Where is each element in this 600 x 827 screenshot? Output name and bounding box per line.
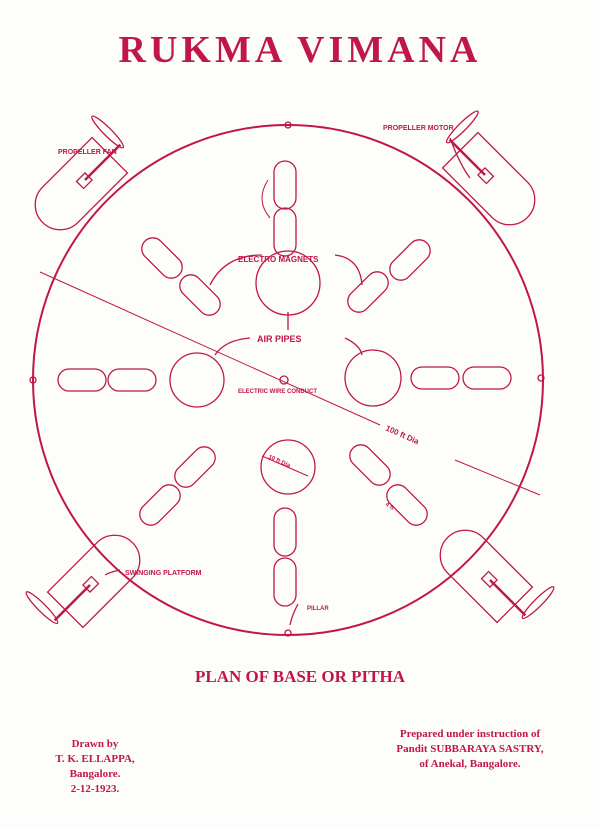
label-air-pipes: AIR PIPES — [257, 334, 302, 344]
small-dia-line — [261, 455, 309, 477]
arrow — [334, 254, 363, 286]
electro-magnet-capsule — [139, 484, 181, 526]
label-capsule-size: 4 ft — [384, 502, 395, 512]
label-electro-magnets: ELECTRO MAGNETS — [238, 255, 319, 264]
electro-magnet-capsule — [273, 507, 297, 557]
pillar-marker — [537, 374, 545, 382]
label-pillar: PILLAR — [307, 606, 329, 612]
electro-magnet-capsule — [57, 368, 107, 392]
arrow — [344, 337, 363, 356]
electro-magnet-capsule — [107, 368, 157, 392]
electro-magnet-capsule — [386, 484, 428, 526]
electro-magnet-capsule — [349, 444, 391, 486]
credit-line: T. K. ELLAPPA, — [55, 753, 135, 765]
pillar-marker — [284, 121, 292, 129]
electro-magnet-capsule — [179, 274, 221, 316]
platform-top-right — [441, 110, 536, 226]
air-pipe-right — [344, 349, 402, 407]
arrow — [261, 179, 271, 219]
credit-line: Bangalore. — [69, 768, 121, 780]
prepared-by-credit: Prepared under instruction of Pandit SUB… — [370, 727, 570, 772]
platform-bottom-left — [25, 534, 141, 629]
arrow — [289, 603, 299, 626]
electro-magnet-capsule — [273, 160, 297, 210]
credit-line: Pandit SUBBARAYA SASTRY, — [396, 743, 544, 755]
air-pipe-lower — [260, 439, 316, 495]
page-title: RUKMA VIMANA — [118, 29, 482, 71]
credit-line: 2-12-1923. — [70, 783, 120, 795]
arrow — [209, 254, 263, 286]
label-swinging-platform: SWINGING PLATFORM — [125, 570, 202, 577]
credit-line: Prepared under instruction of — [399, 728, 541, 740]
electro-magnet-capsule — [389, 239, 431, 281]
platform-top-left — [34, 115, 129, 231]
pillar-marker — [284, 629, 292, 637]
platform-bottom-right — [439, 529, 555, 624]
label-propeller-motor: PROPELLER MOTOR — [383, 125, 454, 132]
electro-magnet-capsule — [462, 366, 512, 390]
arrow — [104, 569, 121, 576]
electro-magnet-capsule — [273, 207, 297, 257]
diameter-line — [454, 459, 541, 496]
electro-magnet-capsule — [273, 557, 297, 607]
label-small-circle: 10 ft Dia — [267, 454, 291, 469]
air-pipe-left — [169, 352, 225, 408]
credit-line: Drawn by — [71, 738, 119, 750]
electro-magnet-capsule — [174, 446, 216, 488]
label-electric-wire-conduct: ELECTRIC WIRE CONDUCT — [238, 389, 317, 395]
arrow — [214, 337, 251, 356]
drawn-by-credit: Drawn by T. K. ELLAPPA, Bangalore. 2-12-… — [20, 737, 170, 797]
credit-line: of Anekal, Bangalore. — [419, 758, 521, 770]
label-diameter: 100 ft Dia — [384, 424, 421, 447]
electro-magnet-capsule — [141, 237, 183, 279]
electro-magnet-capsule — [347, 271, 389, 313]
pillar-marker — [29, 376, 37, 384]
electro-magnet-capsule — [410, 366, 460, 390]
plan-caption: PLAN OF BASE OR PITHA — [194, 667, 405, 686]
label-propeller-fan: PROPELLER FAN — [58, 149, 117, 156]
diameter-line — [39, 271, 381, 426]
